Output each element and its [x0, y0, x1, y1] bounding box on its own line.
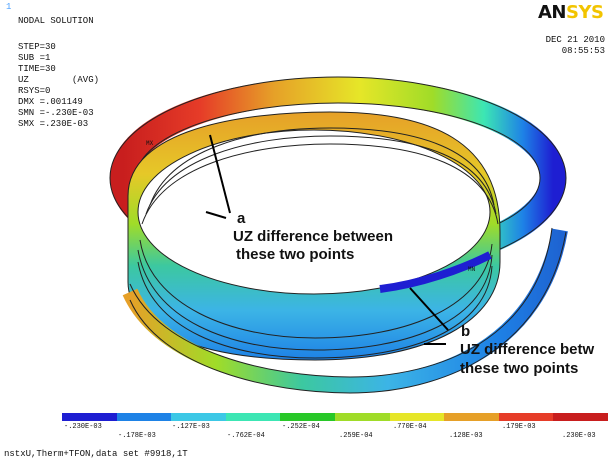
legend-tick-label: -.178E-03 — [118, 432, 156, 440]
pointer-line-a1 — [209, 134, 231, 214]
legend-swatch — [389, 413, 445, 421]
legend-tick-label: -.127E-03 — [172, 423, 210, 431]
legend-tick-label: -.252E-04 — [282, 423, 320, 431]
min-marker: MN — [468, 266, 476, 273]
info-sub: SUB =1 — [18, 53, 51, 63]
legend-swatch — [171, 413, 226, 421]
pointer-line-a2 — [205, 211, 227, 219]
date-text: DEC 21 2010 — [545, 35, 605, 45]
legend-swatch — [280, 413, 335, 421]
legend-tick-label: .259E-04 — [339, 432, 373, 440]
legend-tick-label: -.230E-03 — [64, 423, 102, 431]
legend-tick-label: .230E-03 — [562, 432, 596, 440]
annotation-a-line1: UZ difference between — [233, 228, 394, 245]
legend-tick-label: .770E-04 — [393, 423, 427, 431]
plot-title: NODAL SOLUTION — [18, 16, 94, 26]
annotation-b-line1: UZ difference betw — [460, 341, 595, 358]
legend-swatch — [498, 413, 554, 421]
legend-swatch — [444, 413, 499, 421]
info-time: TIME=30 — [18, 64, 56, 74]
window-number: 1 — [6, 2, 12, 12]
annotation-b-line2: these two points — [460, 360, 579, 377]
legend-tick-label: -.762E-04 — [227, 432, 265, 440]
color-legend — [62, 413, 608, 421]
legend-tick-label: .179E-03 — [502, 423, 536, 431]
legend-swatch — [62, 413, 117, 421]
info-smx: SMX =.230E-03 — [18, 119, 89, 129]
max-marker: MX — [146, 140, 154, 147]
logo-text-dark: AN — [538, 2, 567, 23]
info-dmx: DMX =.001149 — [18, 97, 83, 107]
info-item: UZ (AVG) — [18, 75, 100, 85]
legend-swatch — [553, 413, 608, 421]
info-step: STEP=30 — [18, 42, 56, 52]
legend-swatch — [225, 413, 281, 421]
legend-swatch — [116, 413, 172, 421]
annotation-b-letter: b — [461, 323, 471, 340]
plot-subtitle: nstxU,Therm+TFON,data set #9918,1T — [4, 449, 188, 459]
legend-tick-label: .128E-03 — [449, 432, 483, 440]
annotation-a-letter: a — [237, 210, 246, 227]
ansys-logo: ANSYS — [538, 2, 604, 23]
info-rsys: RSYS=0 — [18, 86, 51, 96]
logo-text-accent: SYS — [566, 2, 604, 23]
legend-swatch — [334, 413, 390, 421]
annotation-a-line2: these two points — [236, 246, 355, 263]
pointer-line-b1 — [409, 287, 449, 331]
info-smn: SMN =-.230E-03 — [18, 108, 94, 118]
outer-ring-front — [122, 227, 568, 394]
time-text: 08:55:53 — [561, 46, 605, 56]
